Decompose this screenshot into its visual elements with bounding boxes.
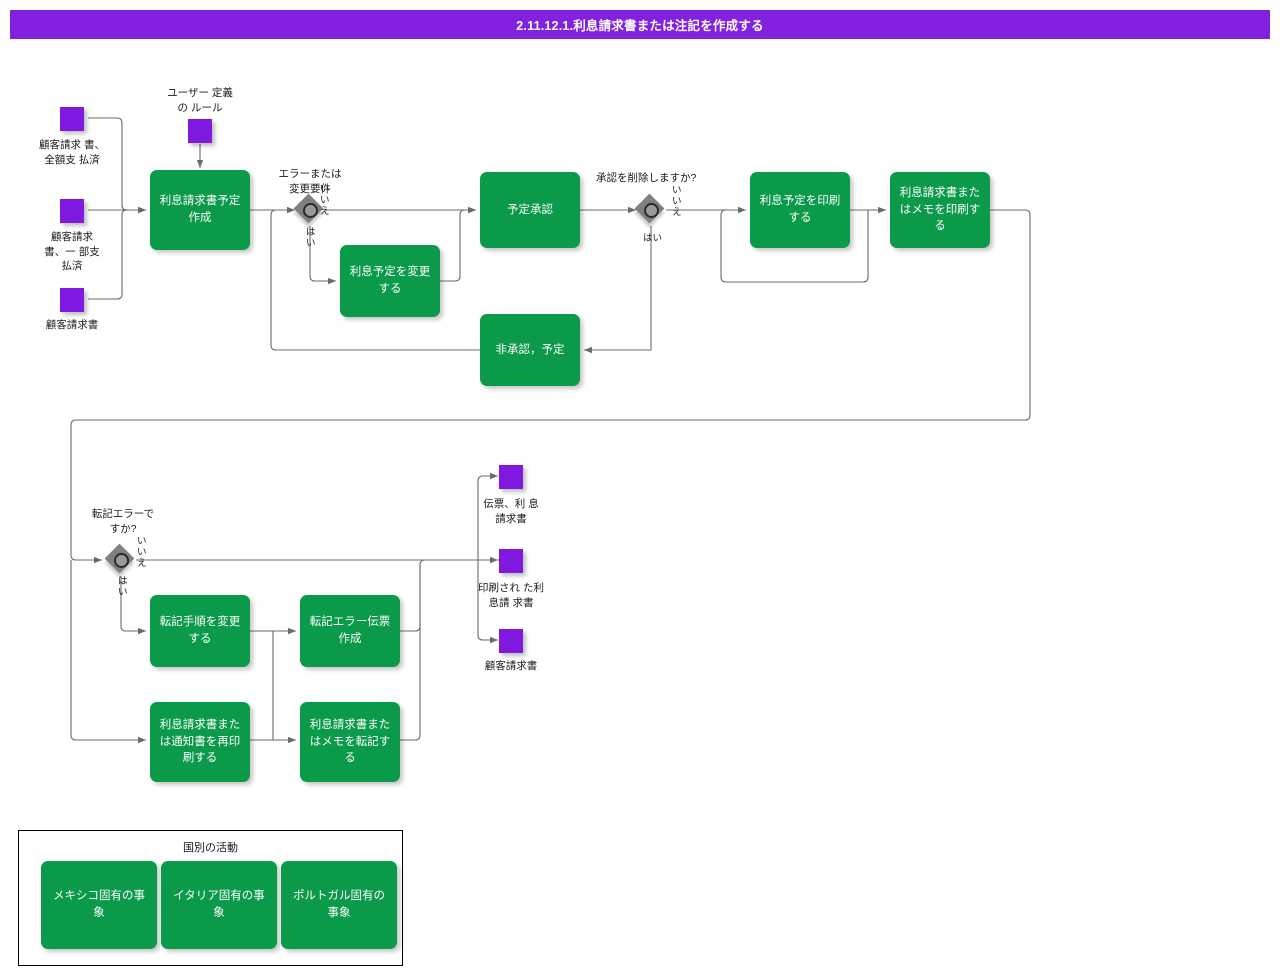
legend-item-portugal[interactable]: ポルトガル固有の事象 <box>281 861 397 949</box>
decision-ring-icon <box>303 203 318 218</box>
activity-create-interest-invoice-schedule[interactable]: 利息請求書予定作成 <box>150 170 250 250</box>
activity-label: 予定承認 <box>507 203 553 216</box>
activity-print-interest-schedule[interactable]: 利息予定を印刷する <box>750 172 850 248</box>
artifact-voucher-interest-invoice[interactable] <box>499 465 523 489</box>
legend-item-label: イタリア固有の事象 <box>173 890 265 919</box>
activity-change-posting-procedure[interactable]: 転記手順を変更する <box>150 595 250 667</box>
artifact-label-customer-invoice: 顧客請求書 <box>45 319 99 331</box>
artifact-customer-invoice-out[interactable] <box>499 629 523 653</box>
legend-item-label: メキシコ固有の事象 <box>53 890 145 919</box>
artifact-label-printed-interest-invoice: 印刷され た利 息請 求書 <box>478 582 544 609</box>
decision-label-posting-error: 転記エラーで すか? <box>91 508 155 535</box>
decision-branch-yes-posting-error: はい <box>118 576 128 598</box>
activity-label: 転記手順を変更する <box>159 616 241 645</box>
decision-label-remove-approval: 承認を削除しますか? <box>596 172 697 184</box>
activity-label: 非承認，予定 <box>495 343 565 356</box>
artifact-label-customer-invoice-partial: 顧客請求 書、一 部支 払済 <box>44 231 100 273</box>
legend-title: 国別の活動 <box>183 842 238 854</box>
legend-item-mexico[interactable]: メキシコ固有の事象 <box>41 861 157 949</box>
activity-unapproved-schedule[interactable]: 非承認，予定 <box>480 314 580 386</box>
decision-branch-no-error-or-change: いいえ <box>320 184 330 217</box>
activity-label: 利息予定を印刷する <box>759 195 841 224</box>
artifact-printed-interest-invoice[interactable] <box>499 549 523 573</box>
artifact-label-voucher-interest-invoice: 伝票、利 息 請求書 <box>483 498 539 525</box>
artifact-label-customer-invoice-paid-full: 顧客請求 書、 全額支 払済 <box>39 139 105 166</box>
decision-error-or-change[interactable] <box>293 193 325 225</box>
activity-label: 利息予定を変更する <box>349 266 431 295</box>
artifact-customer-invoice-partial[interactable] <box>60 199 84 223</box>
page-title-bar: 2.11.12.1.利息請求書または注記を作成する <box>10 10 1270 39</box>
activity-label: 利息請求書またはメモを印刷する <box>899 186 981 233</box>
legend-item-italy[interactable]: イタリア固有の事象 <box>161 861 277 949</box>
decision-branch-no-posting-error: いいえ <box>137 536 147 569</box>
activity-print-interest-invoice-or-memo[interactable]: 利息請求書またはメモを印刷する <box>890 172 990 248</box>
legend-item-label: ポルトガル固有の事象 <box>293 890 385 919</box>
decision-branch-yes-remove-approval: はい <box>643 233 663 244</box>
artifact-customer-invoice-paid-full[interactable] <box>60 107 84 131</box>
activity-label: 転記エラー伝票作成 <box>309 616 391 645</box>
decision-ring-icon <box>114 553 129 568</box>
activity-post-interest-invoice-or-memo[interactable]: 利息請求書またはメモを転記する <box>300 702 400 782</box>
activity-reprint-interest-invoice-or-notice[interactable]: 利息請求書または通知書を再印刷する <box>150 702 250 782</box>
decision-label-error-or-change: エラーまたは 変更要件 <box>278 168 342 195</box>
artifact-label-user-defined-rules: ユーザー 定義 の ルール <box>167 87 233 114</box>
activity-label: 利息請求書または通知書を再印刷する <box>159 718 241 765</box>
decision-branch-no-remove-approval: いいえ <box>672 185 682 218</box>
activity-approve-schedule[interactable]: 予定承認 <box>480 172 580 248</box>
artifact-user-defined-rules[interactable] <box>188 119 212 143</box>
legend-country-specific-activities: 国別の活動 メキシコ固有の事象 イタリア固有の事象 ポルトガル固有の事象 <box>18 830 403 966</box>
activity-change-interest-schedule[interactable]: 利息予定を変更する <box>340 245 440 317</box>
decision-branch-yes-error-or-change: はい <box>306 227 316 249</box>
decision-posting-error[interactable] <box>104 543 136 575</box>
activity-label: 利息請求書またはメモを転記する <box>309 718 391 765</box>
activity-label: 利息請求書予定作成 <box>159 195 241 224</box>
page-title: 2.11.12.1.利息請求書または注記を作成する <box>516 19 764 33</box>
decision-ring-icon <box>644 203 659 218</box>
artifact-customer-invoice[interactable] <box>60 288 84 312</box>
activity-create-posting-error-voucher[interactable]: 転記エラー伝票作成 <box>300 595 400 667</box>
decision-remove-approval[interactable] <box>634 193 666 225</box>
artifact-label-customer-invoice-out: 顧客請求書 <box>484 660 538 672</box>
